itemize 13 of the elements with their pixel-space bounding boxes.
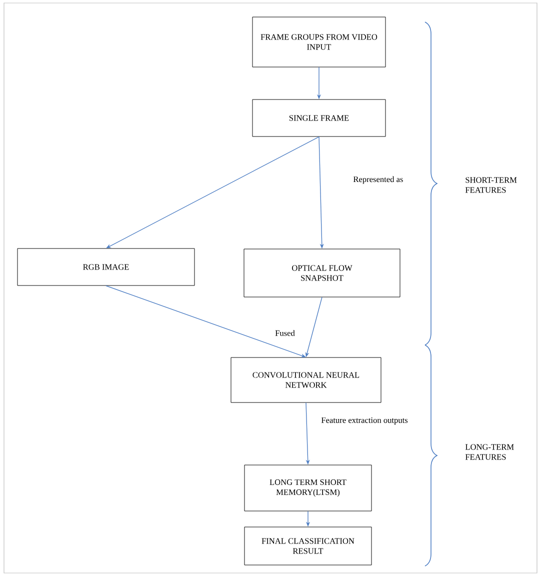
edge-label: Represented as — [353, 176, 403, 184]
process-box: FRAME GROUPS FROM VIDEO INPUT — [252, 16, 386, 68]
edge-label: Feature extraction outputs — [321, 417, 408, 425]
arrow — [106, 136, 320, 248]
process-box: OPTICAL FLOW SNAPSHOT — [244, 248, 400, 298]
process-box: SINGLE FRAME — [252, 99, 386, 137]
process-box: FINAL CLASSIFICATION RESULT — [244, 526, 372, 566]
process-box: LONG TERM SHORT MEMORY(LTSM) — [244, 464, 372, 512]
side-label: LONG-TERM FEATURES — [465, 444, 514, 460]
side-label: SHORT-TERM FEATURES — [465, 177, 517, 193]
process-box: CONVOLUTIONAL NEURAL NETWORK — [230, 357, 382, 403]
process-box: RGB IMAGE — [17, 248, 195, 286]
edge-label: Fused — [275, 330, 295, 336]
